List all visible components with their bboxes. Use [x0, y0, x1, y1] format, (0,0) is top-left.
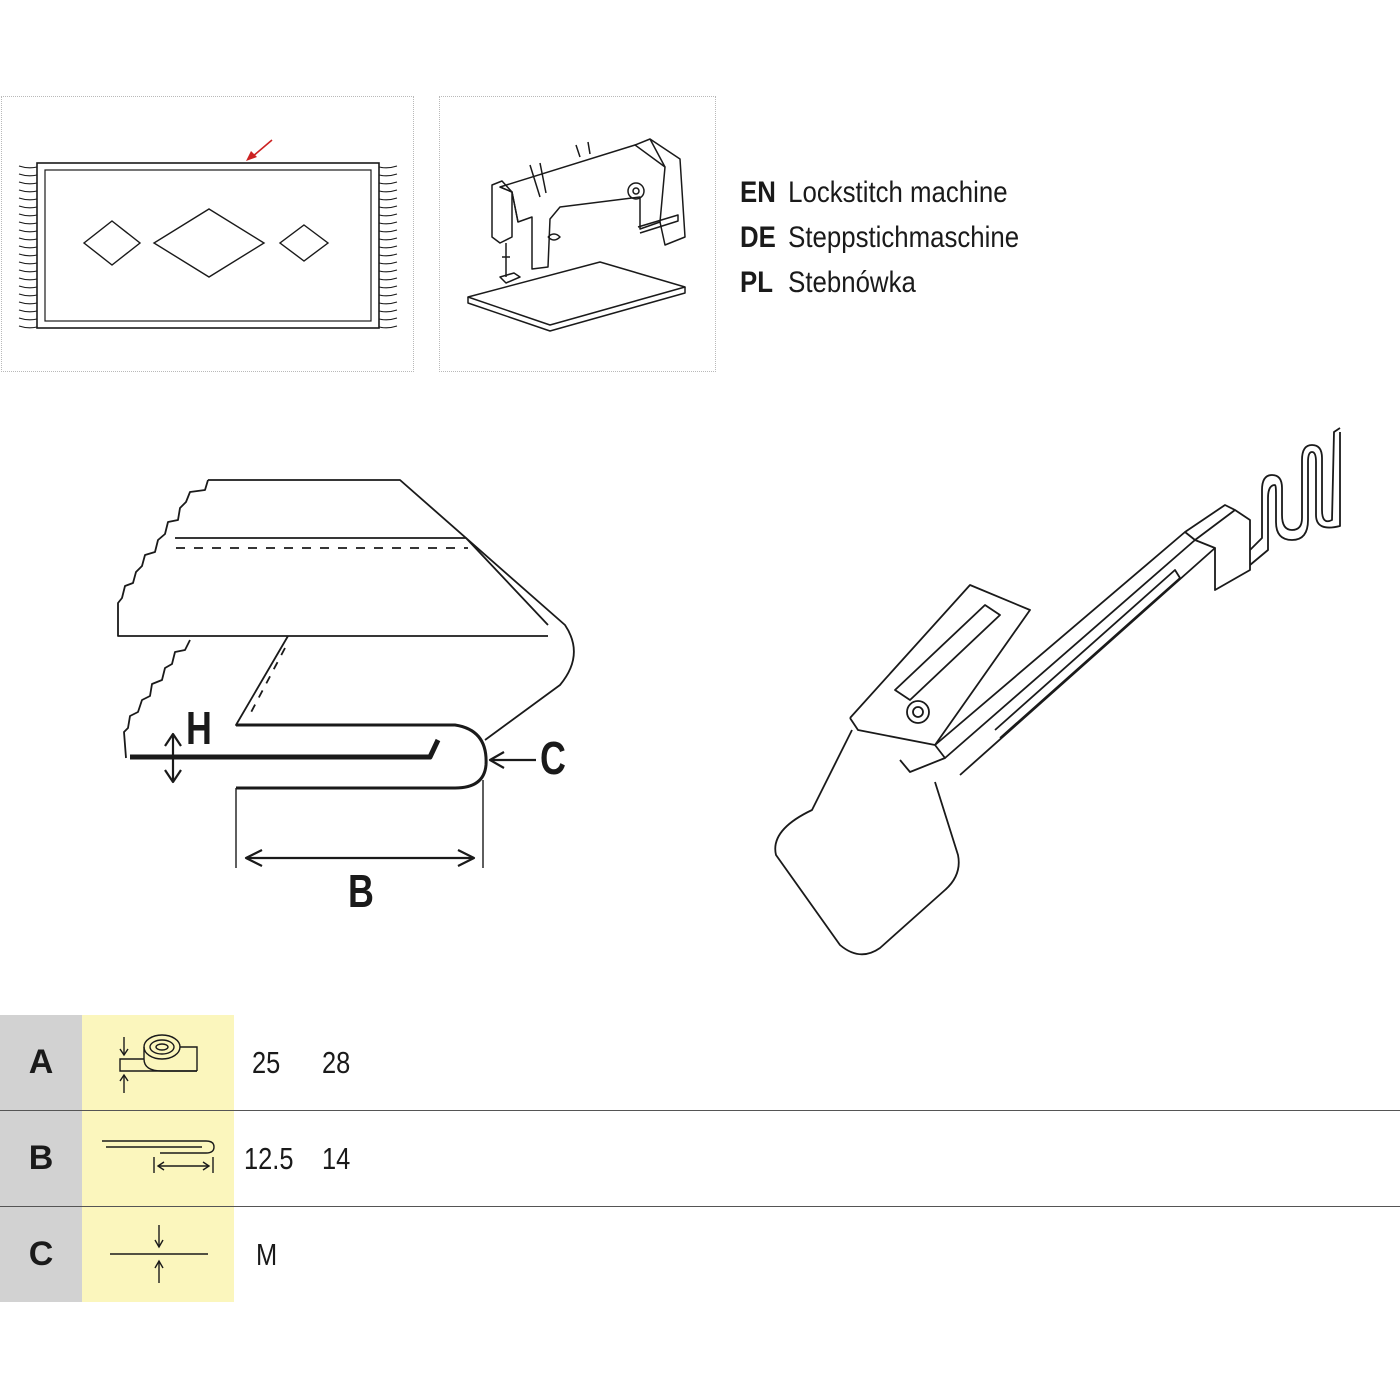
machine-panel: [439, 96, 716, 372]
dimension-label-c: C: [540, 732, 566, 784]
rug-bound-edge-icon: [18, 139, 398, 329]
spec-row-a: A 25 28: [0, 1015, 1400, 1111]
machine-type-legend: EN Lockstitch machine DE Steppstichmasch…: [740, 170, 1064, 305]
spec-value: 28: [322, 1044, 351, 1080]
spec-letter: B: [0, 1111, 82, 1206]
legend-row-en: EN Lockstitch machine: [740, 170, 1019, 215]
legend-code: PL: [740, 265, 773, 299]
dimension-label-h: H: [186, 702, 212, 754]
sewing-machine-icon: [467, 138, 686, 332]
main-drawings: H C B: [0, 400, 1400, 985]
material-thickness-icon: [82, 1207, 234, 1302]
spec-row-b: B 12.5 14: [0, 1111, 1400, 1207]
legend-text: Stebnówka: [788, 265, 916, 299]
spec-value: 14: [322, 1140, 351, 1176]
legend-code: EN: [740, 175, 776, 209]
spec-value: 12.5: [244, 1140, 294, 1176]
spec-value: M: [256, 1236, 278, 1272]
spec-row-c: C M: [0, 1207, 1400, 1302]
binding-fold-diagram: [117, 427, 1341, 956]
legend-row-de: DE Steppstichmaschine: [740, 215, 1019, 260]
tape-roll-width-icon: [82, 1015, 234, 1110]
spec-letter: A: [0, 1015, 82, 1110]
binder-attachment-icon: [774, 427, 1341, 956]
legend-text: Steppstichmaschine: [788, 220, 1020, 254]
dimension-label-b: B: [348, 865, 374, 917]
spec-table: A 25 28 B: [0, 1015, 1400, 1302]
legend-row-pl: PL Stebnówka: [740, 260, 1019, 305]
spec-value: 25: [252, 1044, 281, 1080]
fold-width-icon: [82, 1111, 234, 1206]
spec-letter: C: [0, 1207, 82, 1302]
legend-code: DE: [740, 220, 776, 254]
rug-application-panel: [1, 96, 414, 372]
legend-text: Lockstitch machine: [788, 175, 1008, 209]
